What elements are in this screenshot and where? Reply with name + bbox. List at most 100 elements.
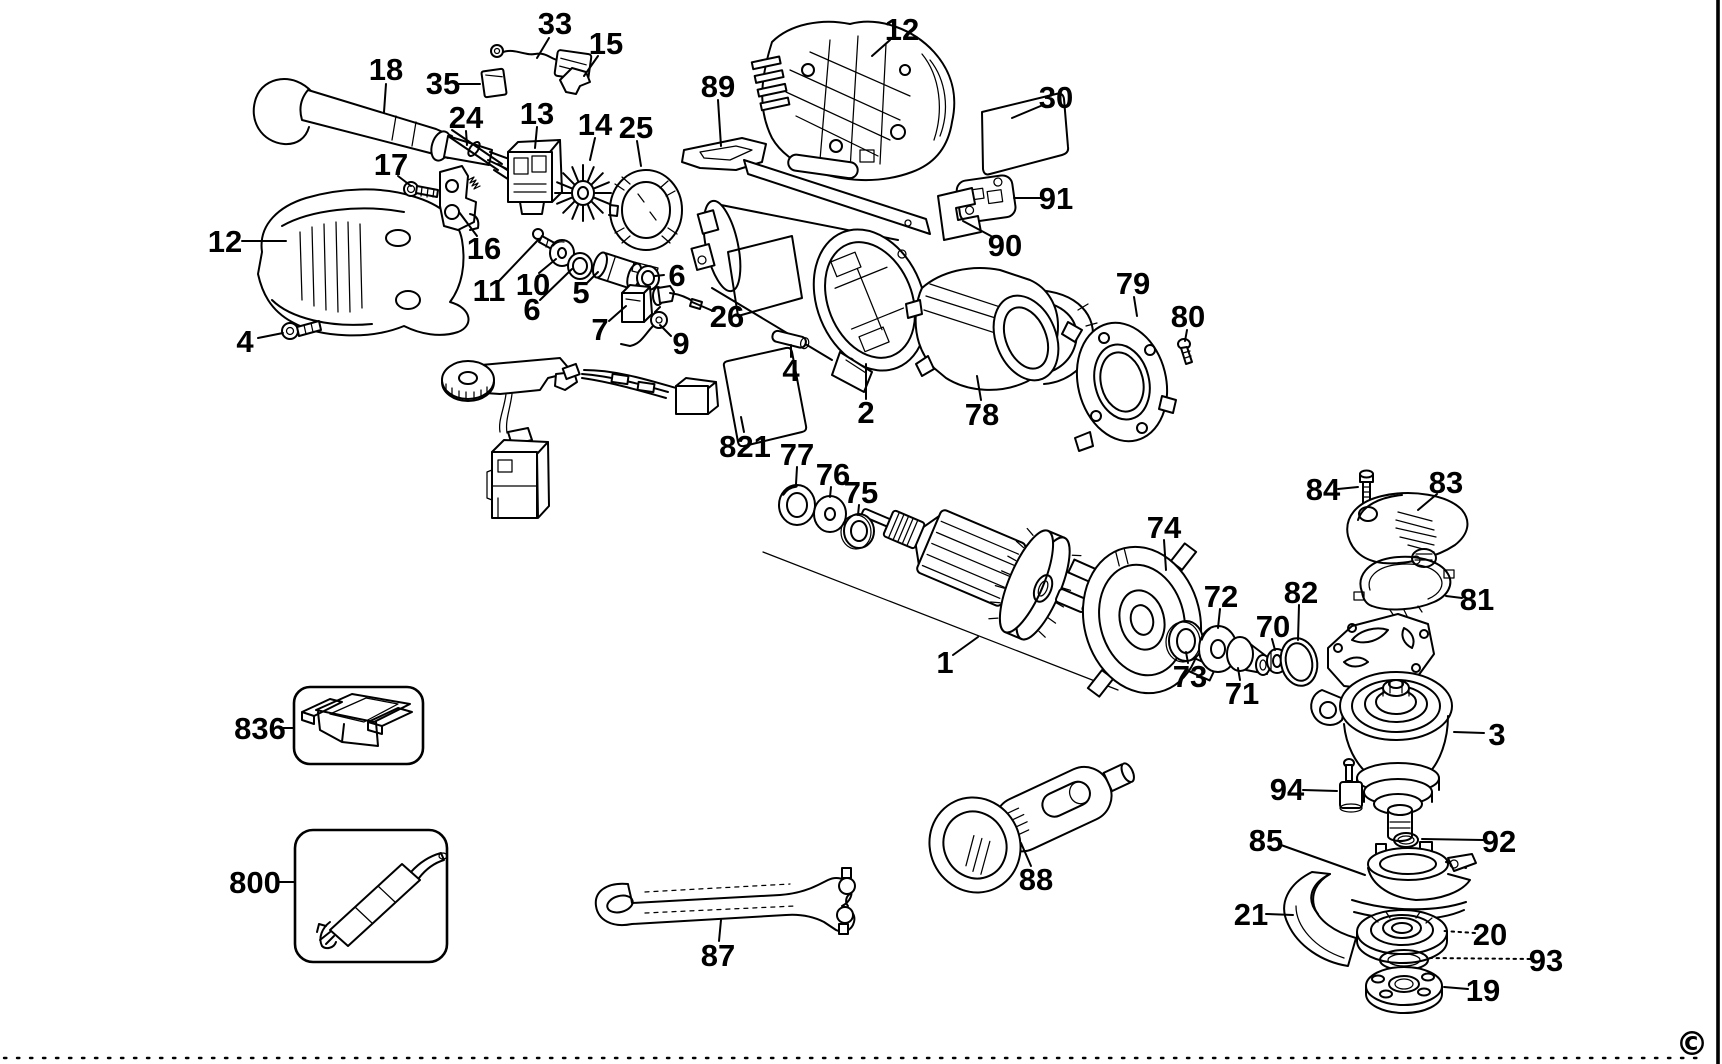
- brush-holder: [507, 139, 563, 215]
- grease-tube: [293, 828, 449, 964]
- part-number-74: 74: [1147, 510, 1182, 545]
- leader-line-73: [1185, 651, 1189, 664]
- wire-harness: [561, 362, 719, 415]
- motor-housing-lower: [257, 188, 470, 337]
- bearing-5: [592, 251, 659, 290]
- leader-line-74: [1163, 539, 1167, 571]
- part-number-83: 83: [1429, 465, 1463, 500]
- gear-case: [1310, 613, 1453, 842]
- part-number-836: 836: [234, 711, 286, 746]
- part-number-75: 75: [844, 475, 878, 510]
- bushing-71: [1226, 636, 1271, 676]
- leader-line-93: [1429, 957, 1531, 960]
- armature-bracket-line: [762, 551, 1119, 691]
- part-number-71: 71: [1225, 676, 1259, 711]
- guard-clamp: [1367, 841, 1477, 901]
- part-number-19: 19: [1466, 973, 1500, 1008]
- part-number-82: 82: [1284, 575, 1318, 610]
- leader-line-84: [1337, 486, 1359, 490]
- o-ring-92: [1393, 832, 1419, 848]
- leader-line-12: [871, 39, 891, 57]
- part-number-12: 12: [208, 224, 242, 259]
- leader-line-70: [1271, 638, 1276, 651]
- leader-line-18: [383, 83, 387, 113]
- leader-line-10: [538, 258, 557, 274]
- leader-line-9: [659, 324, 672, 337]
- part-number-92: 92: [1482, 824, 1516, 859]
- inner-label: [722, 346, 808, 448]
- part-number-24: 24: [449, 100, 484, 135]
- leader-line-6: [539, 268, 573, 301]
- part-number-77: 77: [780, 437, 814, 472]
- part-number-9: 9: [672, 326, 689, 361]
- part-number-90: 90: [988, 228, 1022, 263]
- part-number-20: 20: [1473, 917, 1507, 952]
- leader-line-15: [583, 55, 599, 77]
- gear-cover: [1346, 492, 1469, 568]
- brush-clip: [559, 67, 591, 95]
- leader-line-26: [691, 301, 714, 312]
- kitbox: [292, 685, 425, 766]
- ring-6-second: [636, 265, 660, 291]
- part-number-821: 821: [719, 429, 771, 464]
- ring-75: [840, 513, 875, 550]
- part-number-17: 17: [374, 147, 408, 182]
- stator: [905, 267, 1098, 391]
- leader-line-87: [718, 919, 722, 942]
- part-number-26: 26: [710, 299, 744, 334]
- part-number-33: 33: [538, 6, 572, 41]
- part-number-81: 81: [1460, 582, 1494, 617]
- spindle-lock: [439, 165, 481, 231]
- part-number-80: 80: [1171, 299, 1205, 334]
- part-number-4: 4: [236, 324, 254, 359]
- part-number-13: 13: [520, 96, 554, 131]
- leader-line-33: [536, 37, 550, 59]
- part-number-7: 7: [591, 312, 608, 347]
- leader-line-20: [1443, 930, 1476, 934]
- part-number-87: 87: [701, 938, 735, 973]
- leader-line-75: [857, 504, 860, 516]
- part-number-18: 18: [369, 52, 403, 87]
- inner-flange: [1356, 909, 1448, 964]
- part-number-84: 84: [1306, 472, 1341, 507]
- part-number-76: 76: [816, 457, 850, 492]
- leader-line-21: [1265, 913, 1294, 916]
- part-number-35: 35: [426, 66, 460, 101]
- part-number-70: 70: [1256, 609, 1290, 644]
- washer-73: [1165, 620, 1204, 663]
- leader-line-6: [654, 274, 665, 277]
- part-number-4: 4: [782, 353, 800, 388]
- side-handle: [928, 762, 1135, 894]
- part-number-3: 3: [1488, 717, 1505, 752]
- part-number-5: 5: [572, 275, 589, 310]
- leader-line-88: [1020, 842, 1032, 867]
- leader-line-4: [257, 332, 284, 339]
- motor-housing-upper: [750, 20, 956, 182]
- screw-80: [1177, 338, 1193, 365]
- pin-4: [771, 329, 810, 350]
- leader-line-85: [1280, 844, 1366, 876]
- brush-pad: [480, 67, 508, 99]
- part-number-25: 25: [619, 110, 653, 145]
- leader-line-94: [1302, 789, 1338, 792]
- leader-line-5: [586, 271, 599, 284]
- leader-line-3: [1453, 731, 1485, 734]
- lock-lever: [681, 137, 931, 235]
- o-ring-82: [1279, 637, 1319, 687]
- field-case: [690, 199, 928, 393]
- retaining-clip: [1353, 555, 1455, 617]
- part-number-72: 72: [1204, 579, 1238, 614]
- part-number-30: 30: [1039, 80, 1073, 115]
- leader-line-11: [498, 239, 539, 282]
- leader-line-78: [976, 375, 982, 401]
- wheel-guard: [1283, 871, 1467, 967]
- part-number-73: 73: [1173, 659, 1207, 694]
- part-number-11: 11: [473, 273, 506, 308]
- leader-line-1: [952, 636, 979, 656]
- part-number-94: 94: [1270, 772, 1305, 807]
- part-number-15: 15: [589, 26, 623, 61]
- leader-line-14: [589, 137, 596, 161]
- part-number-89: 89: [701, 69, 735, 104]
- part-number-6: 6: [668, 258, 685, 293]
